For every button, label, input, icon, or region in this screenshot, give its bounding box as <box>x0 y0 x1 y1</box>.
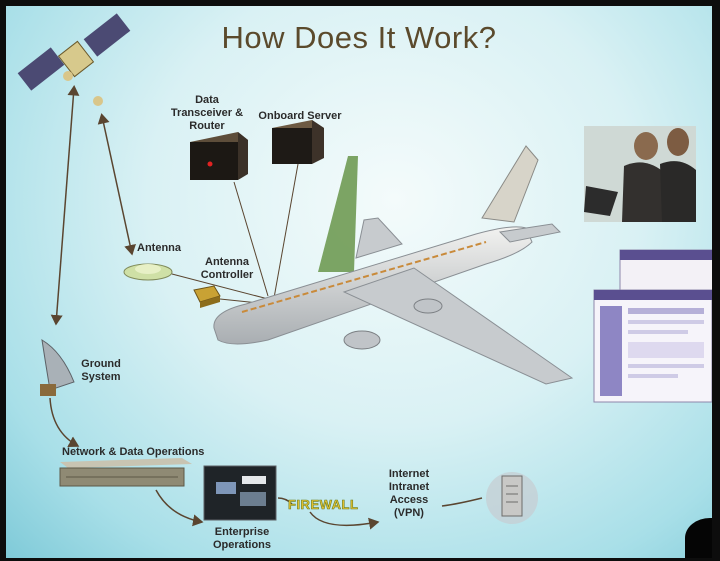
ground-system-label: Ground System <box>81 358 121 383</box>
foreground-shadow <box>685 518 712 558</box>
internet-access-label: Internet Intranet Access (VPN) <box>388 468 430 519</box>
server-icon <box>272 120 324 164</box>
satellite-dish-icon <box>40 339 75 396</box>
slide-title: How Does It Work? <box>221 20 497 55</box>
onboard-server-label: Onboard Server <box>258 110 342 122</box>
airplane-icon <box>213 145 574 385</box>
antenna-label: Antenna <box>137 242 181 254</box>
browser-screenshot <box>593 249 712 403</box>
enterprise-ops-label: Enterprise Operations <box>212 526 272 551</box>
enterprise-screen-icon <box>203 465 277 521</box>
satellite-icon <box>17 13 131 106</box>
network-rack-icon <box>59 458 192 487</box>
antenna-controller-icon <box>193 285 221 308</box>
diagram-graphics <box>17 13 712 530</box>
slide: How Does It Work? <box>6 6 712 558</box>
network-ops-label: Network & Data Operations <box>62 446 205 458</box>
firewall-label: FIREWALL <box>288 497 359 513</box>
transceiver-icon <box>190 132 248 180</box>
antenna-controller-label: Antenna Controller <box>200 256 254 281</box>
data-transceiver-label: Data Transceiver & Router <box>170 94 244 132</box>
vpn-server-icon <box>486 472 538 524</box>
laptop-users-photo <box>584 126 696 222</box>
antenna-icon <box>123 263 173 281</box>
